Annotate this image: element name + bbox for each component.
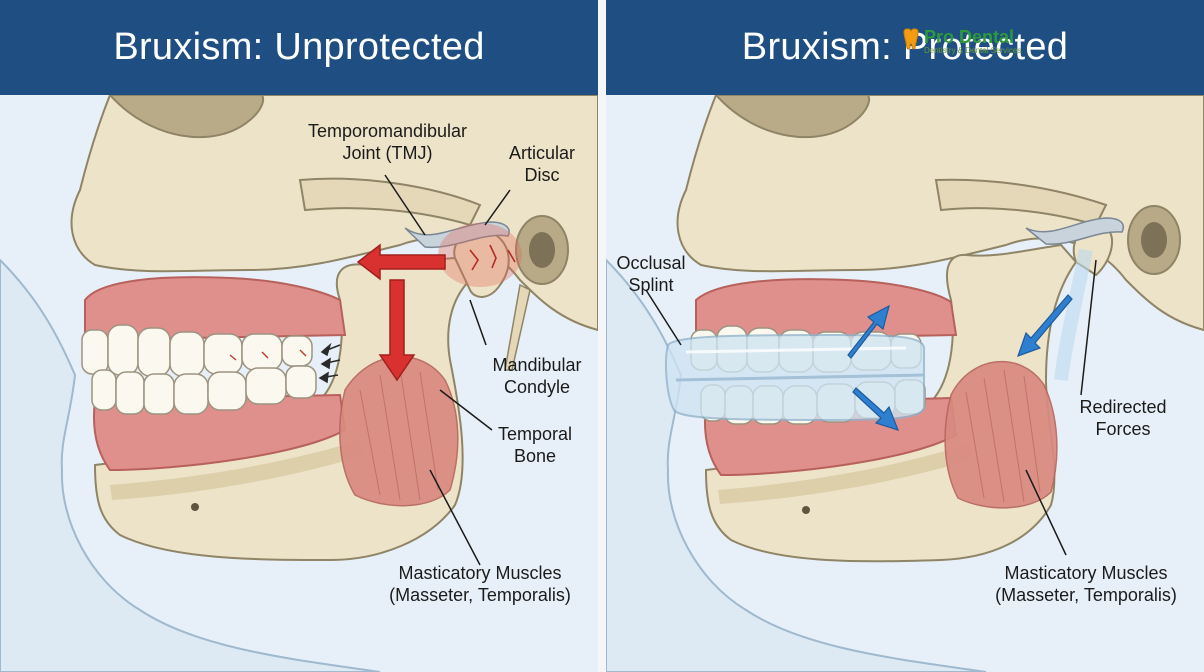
- logo-tagline: Dentistry & Dental Services: [924, 46, 1021, 56]
- logo-name: Pro Dental: [924, 28, 1021, 46]
- label-masticatory-muscles: Masticatory Muscles (Masseter, Temporali…: [976, 562, 1196, 606]
- brand-logo: Pro Dental Dentistry & Dental Services: [902, 28, 1021, 56]
- panel-divider: [598, 0, 606, 672]
- tmj-inflammation: [438, 223, 522, 287]
- label-occlusal-splint: Occlusal Splint: [606, 252, 696, 296]
- label-mandibular-condyle: Mandibular Condyle: [482, 354, 592, 398]
- protected-panel: Bruxism: Protected Pro Dental Dentistry …: [606, 0, 1204, 672]
- label-articular-disc: Articular Disc: [492, 142, 592, 186]
- masseter-muscle: [340, 357, 458, 506]
- label-tmj: Temporomandibular Joint (TMJ): [300, 120, 475, 164]
- label-masticatory-muscles: Masticatory Muscles (Masseter, Temporali…: [370, 562, 590, 606]
- label-temporal-bone: Temporal Bone: [480, 423, 590, 467]
- label-redirected-forces: Redirected Forces: [1068, 396, 1178, 440]
- unprotected-panel: Bruxism: Unprotected: [0, 0, 598, 672]
- unprotected-title: Bruxism: Unprotected: [0, 0, 598, 95]
- tooth-logo-icon: [902, 28, 920, 50]
